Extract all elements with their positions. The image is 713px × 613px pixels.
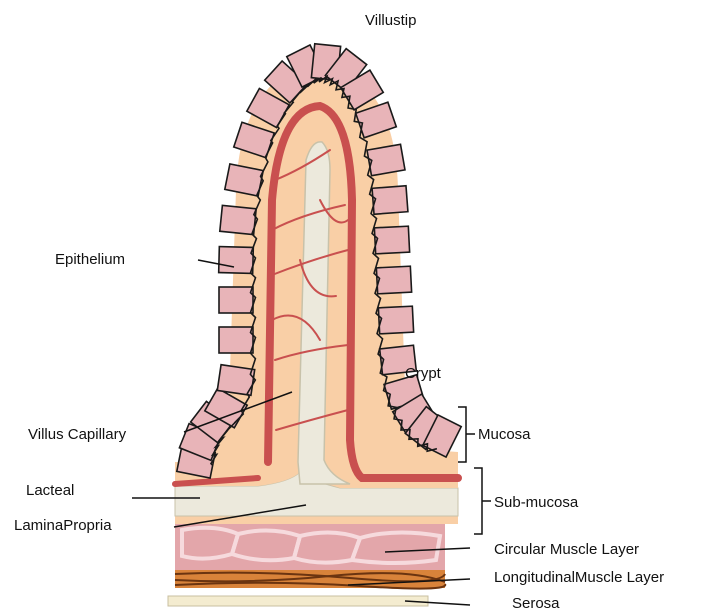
mucosa-bracket <box>458 407 475 462</box>
serosa-layer <box>168 596 428 606</box>
epithelium-cell <box>225 164 263 196</box>
epithelium-cell <box>367 144 405 175</box>
epithelium-label: Epithelium <box>55 251 125 268</box>
villus-tip-label: Villustip <box>365 12 416 29</box>
lamina-propria-label: LaminaPropria <box>14 517 112 534</box>
epithelium-cell <box>220 205 256 234</box>
lacteal-label: Lacteal <box>26 482 74 499</box>
epithelium-cell <box>378 306 413 334</box>
epithelium-cell <box>219 247 254 274</box>
villus-capillary-label: Villus Capillary <box>28 426 127 443</box>
epithelium-cell <box>376 266 411 294</box>
epithelium-cell <box>219 327 253 353</box>
serosa-label: Serosa <box>512 595 560 612</box>
mucosa-label: Mucosa <box>478 426 531 443</box>
crypt-label: Crypt <box>405 365 442 382</box>
sub-mucosa-bracket <box>474 468 491 534</box>
epithelium-cell <box>372 186 408 214</box>
circular-muscle-label: Circular Muscle Layer <box>494 541 639 558</box>
sub-mucosa-label: Sub-mucosa <box>494 494 579 511</box>
epithelium-cell <box>374 226 409 254</box>
longitudinal-muscle-label: LongitudinalMuscle Layer <box>494 569 664 586</box>
epithelium-cell <box>219 287 253 313</box>
